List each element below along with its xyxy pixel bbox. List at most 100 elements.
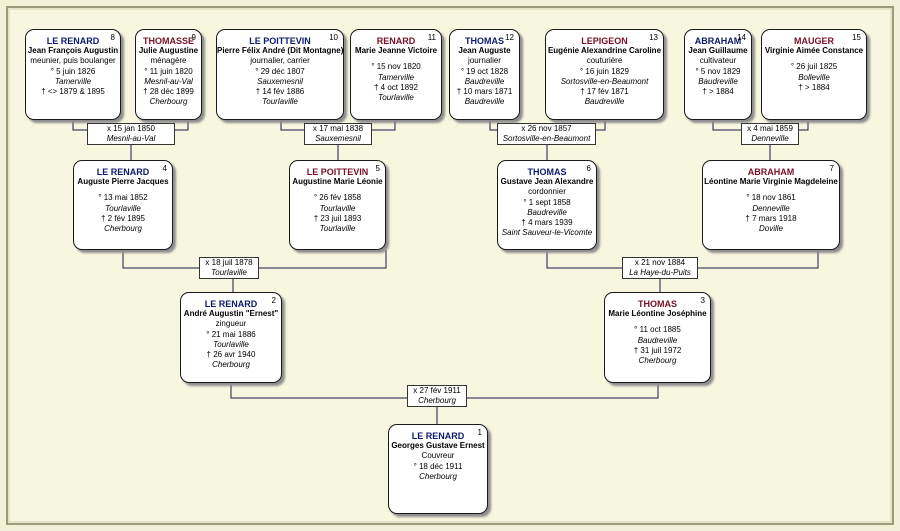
person-birth: ° 26 juil 1825 — [790, 62, 838, 72]
marriage-place: Sortosville-en-Beaumont — [502, 134, 591, 143]
person-surname: LE POITTEVIN — [306, 167, 369, 177]
person-number: 12 — [505, 33, 514, 42]
person-card-8[interactable]: 8 LE RENARD Jean François Augustin meuni… — [25, 29, 121, 120]
person-card-5[interactable]: 5 LE POITTEVIN Augustine Marie Léonie ° … — [289, 160, 386, 250]
marriage-date: x 26 nov 1857 — [521, 124, 572, 133]
person-death: † > 1884 — [798, 82, 830, 92]
person-occupation: journalier, carrier — [250, 56, 310, 66]
person-given-names: Marie Léontine Joséphine — [608, 309, 707, 319]
person-death: † <> 1879 & 1895 — [41, 87, 105, 97]
marriage-place: Mesnil-au-Val — [106, 134, 156, 143]
person-birth-place: Baudreville — [464, 76, 505, 86]
person-birth: ° 11 juin 1820 — [144, 66, 193, 76]
marriage-place: La Haye-du-Puits — [629, 268, 691, 277]
person-number: 6 — [586, 164, 591, 173]
person-card-7[interactable]: 7 ABRAHAM Léontine Marie Virginie Magdel… — [702, 160, 840, 250]
marriage-date: x 15 jan 1850 — [106, 124, 156, 133]
person-death: † 31 juil 1972 — [633, 345, 682, 355]
person-card-9[interactable]: 9 THOMASSE Julie Augustine ménagère ° 11… — [135, 29, 202, 120]
person-birth-place: Tourlaville — [105, 203, 141, 213]
person-card-11[interactable]: 11 RENARD Marie Jeanne Victoire ° 15 nov… — [350, 29, 442, 120]
marriage-label-2-3: x 27 fév 1911 Cherbourg — [407, 385, 467, 407]
person-surname: LE RENARD — [204, 299, 258, 309]
person-birth-place: Baudreville — [527, 207, 567, 217]
person-birth-place: Tourlaville — [213, 339, 249, 349]
person-surname: THOMAS — [527, 167, 567, 177]
person-occupation: Couvreur — [421, 451, 455, 461]
person-given-names: Julie Augustine — [138, 46, 199, 56]
person-card-1[interactable]: 1 LE RENARD Georges Gustave Ernest Couvr… — [388, 424, 488, 514]
person-number: 2 — [271, 296, 276, 305]
person-death: † 2 fév 1895 — [100, 213, 146, 223]
person-card-2[interactable]: 2 LE RENARD André Augustin "Ernest" zing… — [180, 292, 282, 383]
person-given-names: Jean Auguste — [458, 46, 511, 56]
person-death: † 28 déc 1899 — [143, 87, 194, 97]
person-birth: ° 18 nov 1861 — [746, 193, 796, 203]
person-death-place: Tourlaville — [262, 97, 298, 107]
marriage-label-8-9: x 15 jan 1850 Mesnil-au-Val — [87, 123, 175, 145]
marriage-label-14-15: x 4 mai 1859 Denneville — [741, 123, 799, 145]
person-surname: THOMAS — [465, 36, 504, 46]
person-number: 9 — [191, 33, 196, 42]
person-birth-place: Cherbourg — [419, 471, 457, 481]
person-death: † 26 avr 1940 — [206, 350, 256, 360]
marriage-label-12-13: x 26 nov 1857 Sortosville-en-Beaumont — [497, 123, 596, 145]
person-card-13[interactable]: 13 LEPIGEON Eugénie Alexandrine Caroline… — [545, 29, 664, 120]
person-birth: ° 21 mai 1886 — [206, 329, 256, 339]
person-birth-place: Sauxemesnil — [257, 76, 303, 86]
person-number: 8 — [110, 33, 115, 42]
person-occupation: meunier, puis boulanger — [30, 56, 116, 66]
person-given-names: Jean François Augustin — [27, 46, 119, 56]
person-given-names: André Augustin "Ernest" — [183, 309, 279, 319]
person-death-place: Baudreville — [464, 97, 505, 107]
person-number: 11 — [427, 33, 436, 42]
person-surname: LE RENARD — [96, 167, 150, 177]
person-number: 13 — [649, 33, 658, 42]
person-surname: LE RENARD — [46, 36, 100, 46]
person-surname: RENARD — [376, 36, 416, 46]
person-given-names: Virginie Aimée Constance — [764, 46, 864, 56]
person-occupation: journalier — [468, 56, 501, 66]
person-surname: LEPIGEON — [581, 36, 628, 46]
person-card-6[interactable]: 6 THOMAS Gustave Jean Alexandre cordonni… — [497, 160, 597, 250]
person-surname: THOMASSE — [142, 36, 194, 46]
person-given-names: Pierre Félix André (Dit Montagne) — [217, 46, 344, 56]
person-card-15[interactable]: 15 MAUGER Virginie Aimée Constance ° 26 … — [761, 29, 867, 120]
person-birth: ° 5 nov 1829 — [695, 66, 741, 76]
marriage-date: x 4 mai 1859 — [747, 124, 793, 133]
marriage-label-10-11: x 17 mai 1838 Sauxemesnil — [304, 123, 372, 145]
person-card-3[interactable]: 3 THOMAS Marie Léontine Joséphine ° 11 o… — [604, 292, 711, 383]
person-birth-place: Baudreville — [637, 335, 678, 345]
person-death-place: Doville — [758, 224, 783, 234]
person-birth: ° 19 oct 1828 — [460, 66, 509, 76]
person-number: 15 — [852, 33, 861, 42]
person-surname: MAUGER — [794, 36, 834, 46]
person-death: † 10 mars 1871 — [456, 87, 513, 97]
person-card-12[interactable]: 12 THOMAS Jean Auguste journalier ° 19 o… — [449, 29, 520, 120]
person-number: 4 — [162, 164, 167, 173]
person-death-place: Saint Sauveur-le-Vicomte — [501, 228, 593, 238]
person-given-names: Jean Guillaume — [688, 46, 748, 56]
person-card-10[interactable]: 10 LE POITTEVIN Pierre Félix André (Dit … — [216, 29, 344, 120]
marriage-place: Tourlaville — [211, 268, 247, 277]
person-given-names: Auguste Pierre Jacques — [77, 177, 169, 187]
person-death-place: Cherbourg — [149, 97, 188, 107]
person-death: † 7 mars 1918 — [745, 213, 797, 223]
person-occupation: ménagère — [150, 56, 187, 66]
marriage-place: Sauxemesnil — [315, 134, 361, 143]
person-number: 7 — [829, 164, 834, 173]
person-card-4[interactable]: 4 LE RENARD Auguste Pierre Jacques ° 13 … — [73, 160, 173, 250]
person-surname: ABRAHAM — [694, 36, 742, 46]
person-birth: ° 16 juin 1829 — [579, 66, 629, 76]
person-birth-place: Bolleville — [798, 72, 830, 82]
person-given-names: Marie Jeanne Victoire — [354, 46, 438, 56]
marriage-label-6-7: x 21 nov 1884 La Haye-du-Puits — [622, 257, 698, 279]
person-surname: ABRAHAM — [747, 167, 795, 177]
person-surname: THOMAS — [638, 299, 677, 309]
person-surname: LE POITTEVIN — [249, 36, 311, 46]
person-death: † 4 oct 1892 — [373, 82, 419, 92]
person-death-place: Baudreville — [584, 97, 625, 107]
person-card-14[interactable]: 14 ABRAHAM Jean Guillaume cultivateur ° … — [684, 29, 752, 120]
marriage-date: x 17 mai 1838 — [312, 124, 364, 133]
marriage-date: x 21 nov 1884 — [634, 258, 686, 267]
